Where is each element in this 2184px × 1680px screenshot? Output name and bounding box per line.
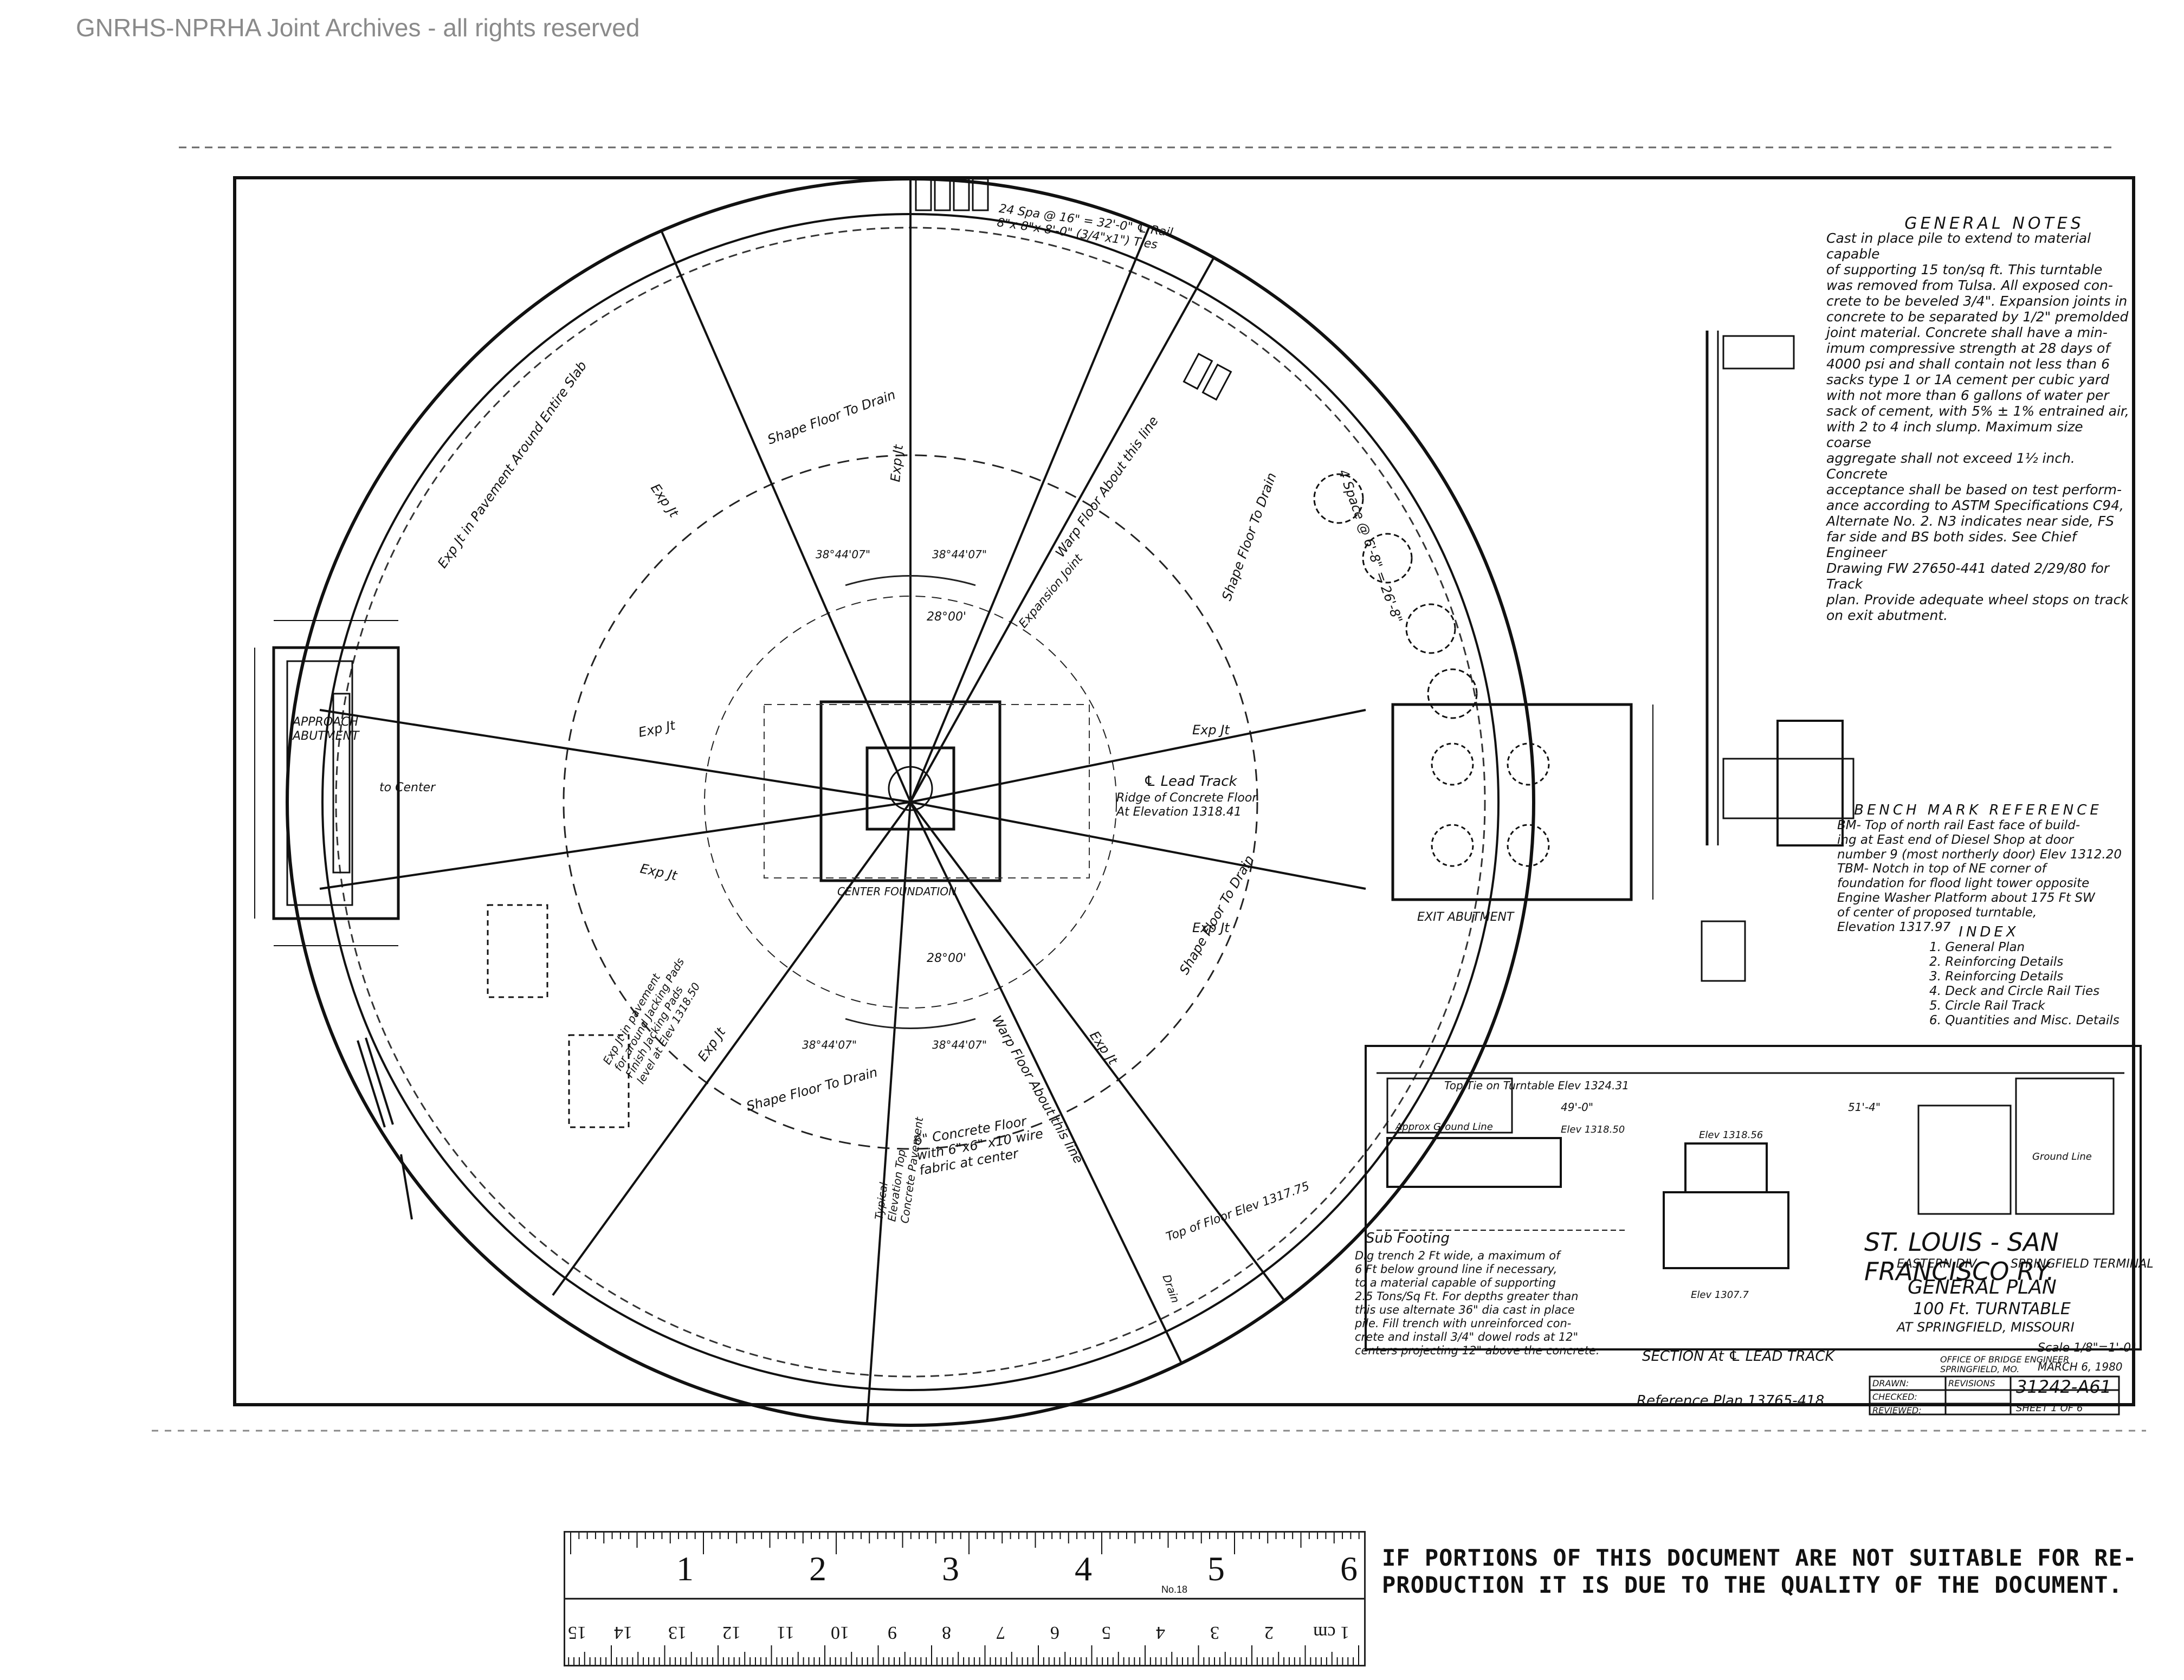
label-dim-49: 49'-0": [1561, 1101, 1593, 1114]
ruler-cm: 13: [668, 1623, 687, 1643]
revisions-field: REVISIONS: [1948, 1378, 1995, 1388]
watermark: GNRHS-NPRHA Joint Archives - all rights …: [76, 14, 640, 42]
division: EASTERN DIV: [1897, 1257, 1977, 1271]
label-lead-track: ℄ Lead Track: [1143, 773, 1238, 790]
ruler-cm: 10: [831, 1623, 849, 1643]
drawing-number: 31242-A61: [2016, 1377, 2111, 1397]
stamp-text: IF PORTIONS OF THIS DOCUMENT ARE NOT SUI…: [1382, 1545, 2137, 1598]
ruler-cm: 5: [1102, 1623, 1111, 1643]
exit-abutment: [1391, 703, 1653, 901]
general-notes-text: Cast in place pile to extend to material…: [1826, 230, 2129, 623]
label-elev-2: Elev 1318.56: [1699, 1129, 1763, 1141]
piles-right: [1313, 473, 1478, 719]
general-notes-heading: GENERAL NOTES: [1904, 214, 2084, 233]
ruler-inch-2: 2: [809, 1549, 826, 1588]
north-arrow-icon: [357, 1037, 413, 1220]
drawn-field: DRAWN:: [1872, 1378, 1909, 1388]
scale-ruler: 1 2 3 4 5 6 No.18 1 cm 2 3 4 5 6 7 8 9 1…: [564, 1531, 1366, 1666]
office: OFFICE OF BRIDGE ENGINEER SPRINGFIELD, M…: [1940, 1354, 2070, 1374]
index-item: 1. General Plan: [1929, 940, 2025, 954]
label-angle-5: 38°44'07": [802, 1038, 857, 1051]
label-angle-6: 38°44'07": [932, 1038, 987, 1051]
index-item: 3. Reinforcing Details: [1929, 970, 2064, 984]
index-item: 2. Reinforcing Details: [1929, 955, 2064, 969]
label-angle-2: 28°00': [927, 952, 966, 965]
bench-mark-heading: BENCH MARK REFERENCE: [1854, 802, 2102, 818]
ruler-cm: 6: [1050, 1623, 1059, 1643]
elevation-detail: [1701, 331, 1855, 982]
label-center-foundation: CENTER FOUNDATION: [837, 885, 957, 898]
scale: Scale 1/8"=1'-0": [2038, 1341, 2137, 1355]
index-item: 5. Circle Rail Track: [1929, 999, 2045, 1013]
ruler-cm: 4: [1156, 1623, 1165, 1643]
label-angle-4: 38°44'07": [932, 548, 987, 561]
label-ground-line: Ground Line: [2032, 1151, 2092, 1162]
label-dim-51: 51'-4": [1848, 1101, 1881, 1114]
center-foundation-inner: [865, 746, 955, 831]
plan-subject: 100 Ft. TURNTABLE: [1913, 1300, 2071, 1319]
approach-abutment: [254, 620, 400, 946]
sheet-number: SHEET 1 OF 6: [2016, 1403, 2083, 1414]
ruler-inch-3: 3: [942, 1549, 959, 1588]
ruler-inch-1: 1: [676, 1549, 694, 1588]
label-approach-ground: Approx Ground Line: [1395, 1121, 1493, 1133]
center-dashed-circle: [704, 596, 1117, 1009]
label-angle-3: 38°44'07": [816, 548, 870, 561]
plan-title: GENERAL PLAN: [1908, 1276, 2057, 1298]
sub-footing-note: Dig trench 2 Ft wide, a maximum of 6 Ft …: [1355, 1249, 1600, 1357]
ruler-ticks: [565, 1533, 1364, 1665]
radial-joints: [319, 179, 1366, 1423]
ruler-cm: 12: [722, 1623, 741, 1643]
label-ridge: Ridge of Concrete Floor At Elevation 131…: [1116, 791, 1257, 819]
inner-dashed-circle: [563, 454, 1258, 1150]
index-heading: INDEX: [1959, 924, 2019, 940]
section-title: SECTION At ℄ LEAD TRACK: [1642, 1348, 1834, 1365]
sub-footing-title: Sub Footing: [1366, 1230, 1450, 1246]
label-angle-1: 28°00': [927, 610, 966, 624]
label-exp-jt-6: Exp Jt: [888, 443, 906, 482]
ruler-cm: 14: [614, 1623, 632, 1643]
ruler-inch-4: 4: [1075, 1549, 1092, 1588]
jacking-pads: [487, 904, 630, 1128]
reviewed-field: REVIEWED:: [1872, 1405, 1922, 1416]
ruler-cm: 11: [777, 1623, 794, 1643]
bench-mark-tbm: TBM- Notch in top of NE corner of founda…: [1837, 862, 2095, 934]
ruler-cm: 7: [996, 1623, 1005, 1643]
center-foundation-outer: [819, 700, 1001, 882]
index-list: 1. General Plan 2. Reinforcing Details 3…: [1929, 940, 2120, 1028]
ruler-cm: 3: [1210, 1623, 1219, 1643]
ruler-cm: 15: [568, 1623, 586, 1643]
date: MARCH 6, 1980: [2038, 1360, 2123, 1373]
ruler-cm-row: 1 cm 2 3 4 5 6 7 8 9 10 11 12 13 14 15: [565, 1622, 1364, 1649]
reproduction-stamp: IF PORTIONS OF THIS DOCUMENT ARE NOT SUI…: [1382, 1545, 2141, 1599]
label-to-center: to Center: [379, 781, 436, 794]
turntable-plan: [286, 177, 1535, 1427]
label-approach-abutment: APPROACH ABUTMENT: [293, 715, 359, 743]
bench-mark-bm: BM- Top of north rail East face of build…: [1837, 818, 2122, 862]
ruler-inch-6: 6: [1340, 1549, 1358, 1588]
ruler-label: No.18: [1161, 1584, 1188, 1595]
terminal: SPRINGFIELD TERMINAL: [2011, 1257, 2154, 1271]
label-top-tie: Top Tie on Turntable Elev 1324.31: [1444, 1079, 1629, 1092]
label-elev-1: Elev 1318.50: [1561, 1124, 1625, 1135]
label-exit-abutment: EXIT ABUTMENT: [1417, 910, 1514, 924]
drawing-border: [233, 176, 2135, 1406]
ruler-cm: 2: [1264, 1623, 1274, 1643]
ruler-cm: 1 cm: [1313, 1623, 1350, 1643]
ruler-cm: 9: [888, 1623, 897, 1643]
label-elev-3: Elev 1307.7: [1691, 1289, 1749, 1301]
section-drawing: [1365, 1045, 2142, 1351]
ruler-cm: 8: [942, 1623, 951, 1643]
label-exp-jt-3: Exp Jt: [1192, 722, 1230, 738]
label-exp-jt-4: Exp Jt: [1192, 920, 1230, 935]
index-item: 6. Quantities and Misc. Details: [1929, 1013, 2120, 1028]
reference-plan: Reference Plan 13765-418: [1637, 1393, 1825, 1409]
plan-location: AT SPRINGFIELD, MISSOURI: [1897, 1320, 2075, 1335]
index-item: 4. Deck and Circle Rail Ties: [1929, 984, 2100, 998]
checked-field: CHECKED:: [1872, 1392, 1917, 1402]
railway-name: ST. LOUIS - SAN FRANCISCO RY.: [1864, 1227, 2059, 1286]
ruler-inch-5: 5: [1207, 1549, 1225, 1588]
